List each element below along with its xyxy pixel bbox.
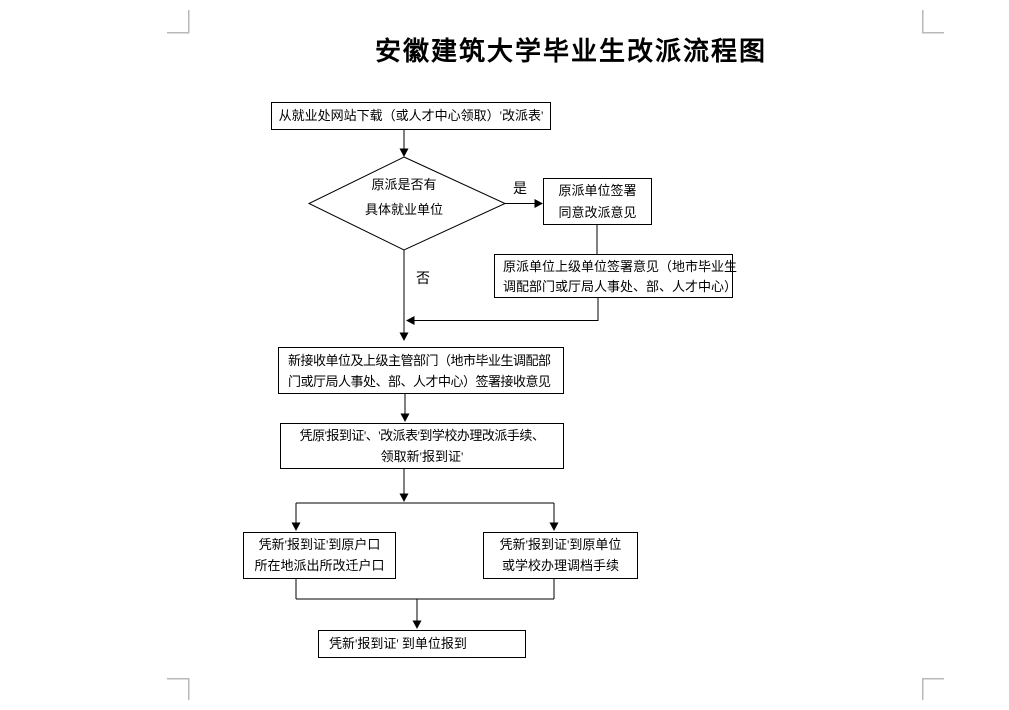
node-hukou-transfer-line2: 所在地派出所改迁户口: [254, 558, 385, 573]
node-superior-unit-sign-line2: 调配部门或厅局人事处、部、人才中心）: [503, 279, 738, 294]
node-report-to-unit-label: 凭新'报到证' 到单位报到: [329, 636, 467, 651]
page-title: 安徽建筑大学毕业生改派流程图: [374, 37, 767, 66]
node-new-unit-accept: 新接收单位及上级主管部门（地市毕业生调配部 门或厅局人事处、部、人才中心）签署接…: [278, 347, 564, 394]
node-start: 从就业处网站下载（或人才中心领取）'改派表': [271, 102, 551, 130]
node-school-procedure-line1: 凭原'报到证'、'改派表'到学校办理改派手续、: [299, 428, 545, 443]
arrowhead-down-icon: [291, 522, 301, 531]
node-decision-line2: 具体就业单位: [364, 202, 443, 217]
node-hukou-transfer: 凭新'报到证'到原户口 所在地派出所改迁户口: [243, 532, 396, 579]
arrowhead-down-icon: [399, 332, 409, 341]
node-original-unit-sign: 原派单位签署 同意改派意见: [543, 178, 652, 225]
node-archive-transfer-line2: 或学校办理调档手续: [501, 558, 619, 573]
arrowhead-down-icon: [400, 413, 410, 422]
node-archive-transfer: 凭新'报到证'到原单位 或学校办理调档手续: [483, 532, 638, 579]
node-superior-unit-sign: 原派单位上级单位签署意见（地市毕业生 调配部门或厅局人事处、部、人才中心）: [494, 254, 738, 298]
node-new-unit-accept-line1: 新接收单位及上级主管部门（地市毕业生调配部: [288, 353, 551, 368]
node-report-to-unit: 凭新'报到证' 到单位报到: [318, 630, 526, 658]
corner-mark-top-left: [167, 10, 190, 34]
node-decision: 原派是否有 具体就业单位: [309, 172, 499, 222]
node-archive-transfer-line1: 凭新'报到证'到原单位: [499, 537, 622, 552]
node-decision-line1: 原派是否有: [371, 177, 437, 192]
node-original-unit-sign-line2: 同意改派意见: [558, 205, 637, 220]
branch-label-yes: 是: [513, 182, 527, 198]
branch-label-no: 否: [416, 272, 430, 288]
corner-mark-bottom-right: [921, 677, 944, 700]
node-hukou-transfer-line1: 凭新'报到证'到原户口: [258, 537, 381, 552]
corner-mark-top-right: [921, 10, 944, 34]
corner-mark-bottom-left: [167, 677, 190, 700]
node-start-label: 从就业处网站下载（或人才中心领取）'改派表': [278, 108, 544, 123]
arrowhead-down-icon: [399, 148, 409, 157]
node-school-procedure: 凭原'报到证'、'改派表'到学校办理改派手续、 领取新'报到证': [280, 423, 564, 469]
arrowhead-down-icon: [412, 620, 422, 629]
node-original-unit-sign-line1: 原派单位签署: [558, 183, 637, 198]
arrowhead-left-icon: [406, 316, 415, 325]
arrowhead-right-icon: [534, 199, 543, 208]
arrowhead-down-icon: [399, 493, 409, 502]
node-superior-unit-sign-line1: 原派单位上级单位签署意见（地市毕业生: [503, 259, 738, 274]
node-new-unit-accept-line2: 门或厅局人事处、部、人才中心）签署接收意见: [288, 374, 551, 389]
node-school-procedure-line2: 领取新'报到证': [380, 449, 464, 464]
arrowhead-down-icon: [549, 522, 559, 531]
connector-superior-mainline: [414, 297, 599, 321]
